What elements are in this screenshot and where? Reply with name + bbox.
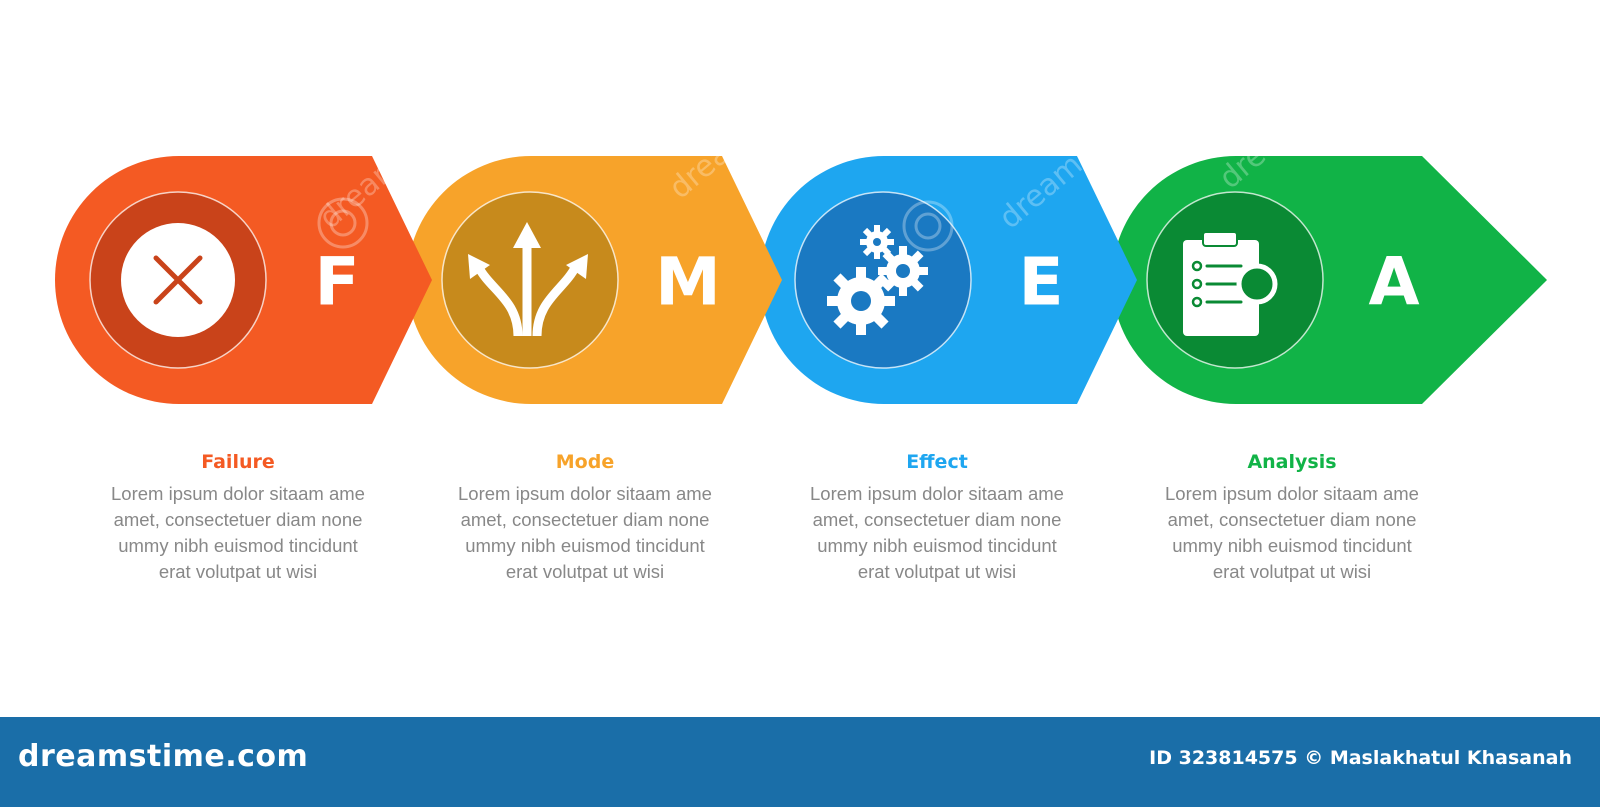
watermark-swirl-icon (902, 200, 954, 252)
diverging-arrows-icon (468, 222, 588, 337)
step-effect-text: Effect Lorem ipsum dolor sitaam ame amet… (777, 448, 1097, 585)
step-title-effect: Effect (906, 451, 968, 473)
step-description-analysis: Lorem ipsum dolor sitaam ame amet, conse… (1165, 483, 1419, 582)
step-title-analysis: Analysis (1247, 451, 1337, 473)
footer-credit: ID 323814575 © Maslakhatul Khasanah (1149, 747, 1572, 769)
gears-icon (827, 225, 928, 335)
letter-effect: E (1018, 244, 1063, 321)
step-description-mode: Lorem ipsum dolor sitaam ame amet, conse… (458, 483, 712, 582)
step-title-mode: Mode (555, 451, 615, 473)
step-descriptions: Failure Lorem ipsum dolor sitaam ame ame… (0, 448, 1600, 608)
footer-bar: dreamstime.com ID 323814575 © Maslakhatu… (0, 717, 1600, 807)
letter-mode: M (655, 244, 721, 321)
step-analysis-text: Analysis Lorem ipsum dolor sitaam ame am… (1132, 448, 1452, 585)
step-failure-text: Failure Lorem ipsum dolor sitaam ame ame… (78, 448, 398, 585)
step-mode-text: Mode Lorem ipsum dolor sitaam ame amet, … (425, 448, 745, 585)
step-title-failure: Failure (201, 451, 275, 473)
clipboard-magnifier-icon (1183, 231, 1278, 336)
letter-failure: F (314, 244, 359, 321)
footer-brand-logo: dreamstime.com (18, 739, 309, 774)
x-circle-icon (121, 223, 235, 337)
letter-analysis: A (1368, 244, 1419, 321)
watermark-swirl-icon (1524, 200, 1576, 252)
step-description-failure: Lorem ipsum dolor sitaam ame amet, conse… (111, 483, 365, 582)
watermark-text: dreamstime (663, 63, 824, 206)
step-description-effect: Lorem ipsum dolor sitaam ame amet, conse… (810, 483, 1064, 582)
watermark-swirl-icon (317, 197, 369, 249)
